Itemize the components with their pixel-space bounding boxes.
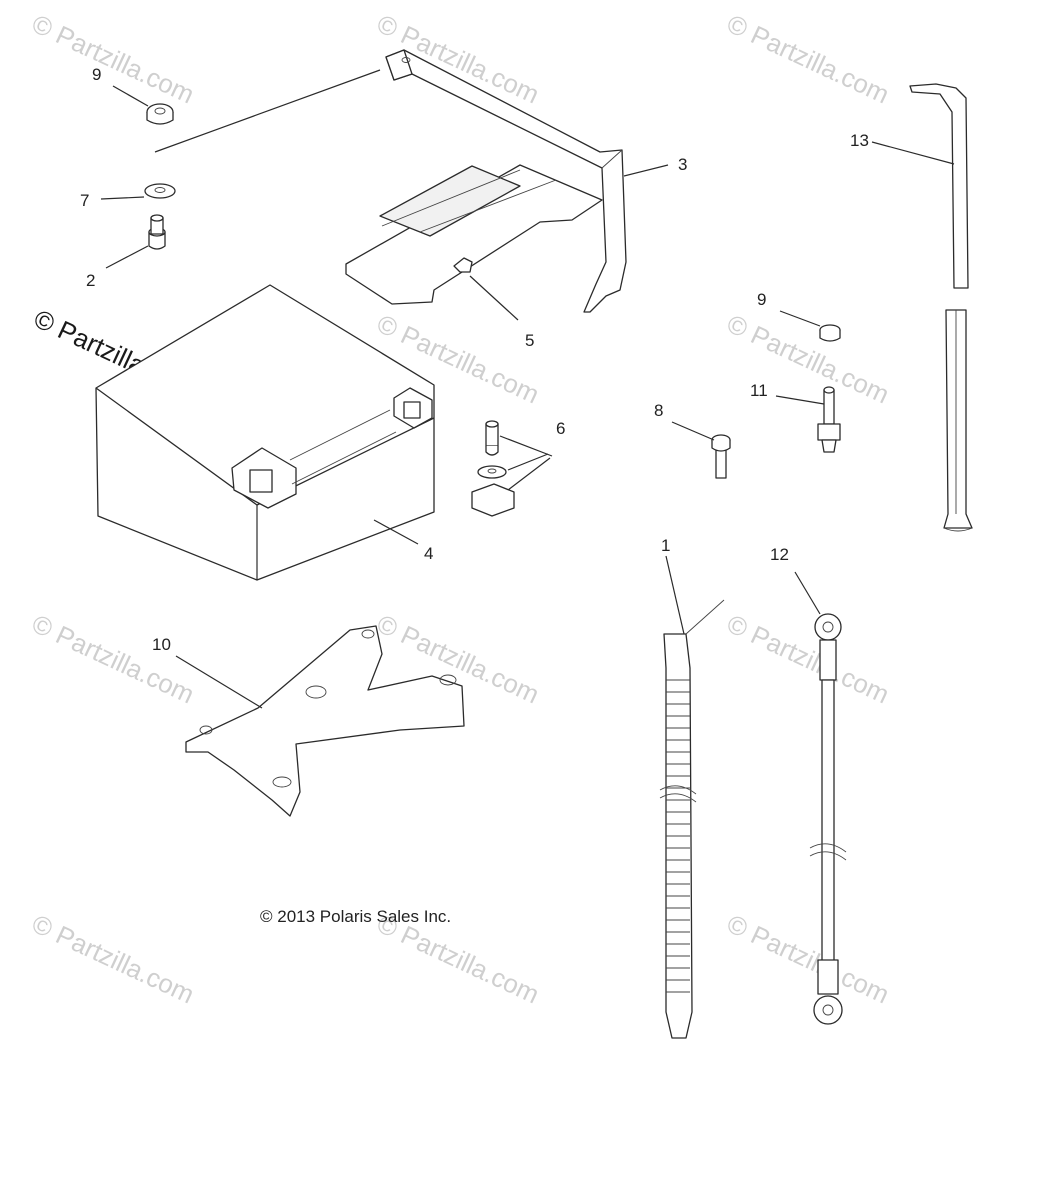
part-cable-1 [659, 555, 725, 1039]
callout-10: 10 [152, 635, 171, 654]
part-mount-10 [175, 625, 465, 817]
watermark: © Partzilla.com [722, 908, 893, 1009]
part-bolt-8 [671, 421, 731, 479]
part-strap-13 [871, 83, 973, 532]
part-bolt-2 [105, 214, 166, 269]
part-stud-11 [775, 386, 841, 453]
copyright-text: © 2013 Polaris Sales Inc. [260, 907, 451, 926]
watermark: © Partzilla.com [722, 608, 893, 709]
callout-6: 6 [556, 419, 565, 438]
part-bracket-3 [385, 49, 669, 313]
callout-3: 3 [678, 155, 687, 174]
watermark: © Partzilla.com [27, 608, 198, 709]
callouts: 9 7 2 3 5 4 6 10 13 9 8 11 1 12 [80, 65, 869, 654]
part-tray-5 [345, 164, 603, 321]
watermark: © Partzilla.com [27, 8, 198, 109]
strap-reference-line [154, 69, 381, 153]
callout-12: 12 [770, 545, 789, 564]
callout-13: 13 [850, 131, 869, 150]
part-nut-9 [112, 85, 174, 125]
watermark: © Partzilla.com [722, 308, 893, 409]
callout-9: 9 [92, 65, 101, 84]
part-washer-7 [100, 183, 176, 200]
callout-4: 4 [424, 544, 433, 563]
callout-2: 2 [86, 271, 95, 290]
callout-5: 5 [525, 331, 534, 350]
callout-11: 11 [750, 381, 768, 400]
part-battery-4 [95, 284, 435, 581]
part-hardware-6 [471, 420, 553, 517]
callout-8: 8 [654, 401, 663, 420]
watermark: © Partzilla.com [27, 908, 198, 1009]
watermark: © Partzilla.com [722, 8, 893, 109]
part-cable-12 [794, 571, 847, 1025]
callout-1: 1 [661, 536, 670, 555]
callout-7: 7 [80, 191, 89, 210]
part-nut-9-right [779, 310, 841, 342]
callout-9: 9 [757, 290, 766, 309]
